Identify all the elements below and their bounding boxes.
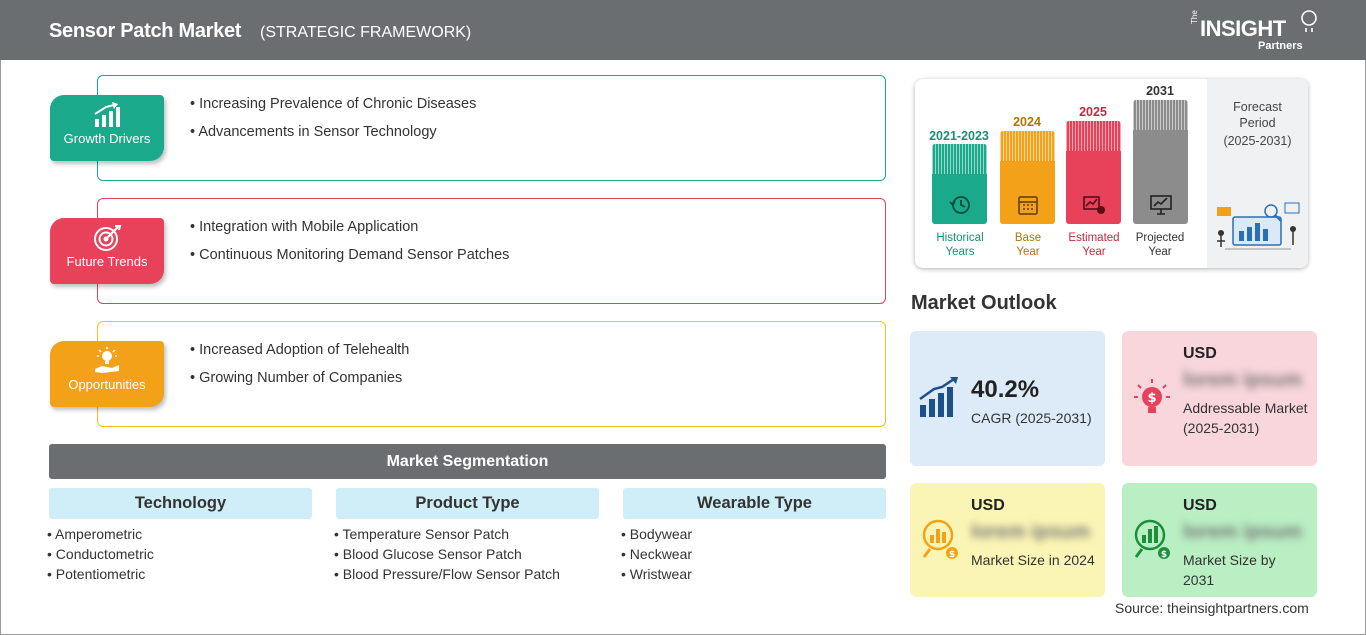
list-item: Growing Number of Companies: [190, 370, 409, 386]
presentation-board-icon: [1150, 195, 1172, 215]
list-item: Temperature Sensor Patch: [334, 526, 560, 542]
growth-drivers-label: Growth Drivers: [63, 131, 151, 146]
size-2024-label: Market Size in 2024: [971, 552, 1095, 568]
cagr-value: 40.2%: [971, 376, 1040, 403]
timeline-panel: Forecast Period (2025-2031) 2021-2023 Hi…: [915, 79, 1308, 268]
market-segmentation-bar: Market Segmentation: [49, 444, 886, 479]
caption-line: Estimated: [1068, 232, 1120, 244]
cagr-box: 40.2% CAGR (2025-2031): [910, 331, 1105, 466]
bar-base: [1000, 131, 1055, 224]
segment-list-product-type: Temperature Sensor Patch Blood Glucose S…: [334, 526, 560, 586]
market-forecast-chart-icon: $: [1134, 519, 1170, 560]
opportunities-card: Increased Adoption of Telehealth Growing…: [97, 321, 886, 427]
calendar-icon: [1018, 196, 1038, 215]
bar-year-projected: 2031: [1146, 84, 1174, 98]
growth-chart-icon: [919, 377, 958, 417]
segment-list-technology: Amperometric Conductometric Potentiometr…: [47, 526, 154, 586]
list-item: Increasing Prevalence of Chronic Disease…: [190, 96, 476, 112]
market-outlook-title: Market Outlook: [911, 292, 1057, 314]
caption-line: Year: [1082, 246, 1106, 258]
logo-insight-text: INSIGHT: [1200, 16, 1286, 41]
caption-line: Historical: [936, 232, 984, 244]
caption-line: Year: [1016, 246, 1040, 258]
addressable-label: Addressable Market (2025-2031): [1183, 400, 1308, 436]
size-2031-usd: USD: [1183, 497, 1217, 514]
list-item: Advancements in Sensor Technology: [190, 124, 476, 140]
history-clock-icon: [949, 196, 970, 214]
lightbulb-hand-icon: [95, 347, 119, 373]
growth-drivers-list: Increasing Prevalence of Chronic Disease…: [190, 96, 476, 152]
list-item: Blood Pressure/Flow Sensor Patch: [334, 566, 560, 582]
page-title: Sensor Patch Market: [49, 20, 242, 42]
opportunities-label: Opportunities: [68, 377, 146, 392]
caption-line: Projected: [1135, 232, 1185, 244]
svg-text:$: $: [1147, 391, 1156, 406]
list-item: Continuous Monitoring Demand Sensor Patc…: [190, 247, 509, 263]
growth-drivers-badge: Growth Drivers: [50, 95, 164, 161]
forecast-text: Forecast: [1233, 100, 1282, 114]
size-2031-label: Market Size by 2031: [1183, 552, 1276, 588]
bar-chart-growth-icon: [94, 102, 120, 127]
header-bar: Sensor Patch Market (STRATEGIC FRAMEWORK…: [0, 0, 1366, 60]
list-item: Potentiometric: [47, 566, 154, 582]
analytics-illustration-icon: [1217, 202, 1300, 250]
list-item: Neckwear: [621, 546, 692, 562]
opportunities-badge: Opportunities: [50, 341, 164, 407]
svg-text:$: $: [1161, 550, 1167, 560]
insight-partners-logo: The INSIGHT Partners: [1190, 10, 1320, 54]
list-item: Blood Glucose Sensor Patch: [334, 546, 560, 562]
logo-partners-text: Partners: [1258, 40, 1303, 52]
future-trends-list: Integration with Mobile Application Cont…: [190, 219, 509, 275]
size-2024-usd: USD: [971, 497, 1005, 514]
market-size-2024-box: $ USD lorem ipsum Market Size in 2024: [910, 483, 1105, 597]
list-item: Amperometric: [47, 526, 154, 542]
caption-line: Years: [945, 246, 975, 258]
market-size-chart-icon: $: [922, 519, 958, 560]
opportunities-list: Increased Adoption of Telehealth Growing…: [190, 342, 409, 398]
addressable-value-blurred: lorem ipsum: [1183, 369, 1302, 391]
addressable-usd: USD: [1183, 345, 1217, 362]
market-size-2031-box: $ USD lorem ipsum Market Size by 2031: [1122, 483, 1317, 597]
cagr-label: CAGR (2025-2031): [971, 410, 1092, 426]
estimate-chart-icon: [1083, 196, 1105, 214]
page-subtitle: (STRATEGIC FRAMEWORK): [260, 24, 472, 41]
bar-estimated: [1066, 121, 1121, 224]
addressable-market-box: $ USD lorem ipsum Addressable Market (20…: [1122, 331, 1317, 466]
forecast-period-label: Forecast Period (2025-2031): [1207, 99, 1308, 149]
caption-line: Base: [1014, 232, 1042, 244]
bar-historical: [932, 144, 987, 224]
list-item: Increased Adoption of Telehealth: [190, 342, 409, 358]
size-2024-value-blurred: lorem ipsum: [971, 521, 1090, 543]
list-item: Conductometric: [47, 546, 154, 562]
size-2031-value-blurred: lorem ipsum: [1183, 521, 1302, 543]
bar-projected: [1133, 100, 1188, 224]
segment-heading-wearable-type: Wearable Type: [623, 488, 886, 519]
bar-year-estimated: 2025: [1079, 105, 1107, 119]
segment-heading-technology: Technology: [49, 488, 312, 519]
source-credit: Source: theinsightpartners.com: [1115, 600, 1309, 616]
growth-drivers-card: Increasing Prevalence of Chronic Disease…: [97, 75, 886, 181]
future-trends-card: Integration with Mobile Application Cont…: [97, 198, 886, 304]
segment-list-wearable-type: Bodywear Neckwear Wristwear: [621, 526, 692, 586]
dollar-lightbulb-icon: $: [1134, 379, 1170, 413]
list-item: Bodywear: [621, 526, 692, 542]
list-item: Integration with Mobile Application: [190, 219, 509, 235]
bar-year-base: 2024: [1013, 115, 1041, 129]
logo-the-text: The: [1190, 10, 1199, 24]
forecast-text: (2025-2031): [1223, 134, 1292, 148]
segment-heading-product-type: Product Type: [336, 488, 599, 519]
future-trends-label: Future Trends: [66, 254, 148, 269]
future-trends-badge: Future Trends: [50, 218, 164, 284]
logo-lightbulb-icon: [1301, 10, 1317, 32]
forecast-text: Period: [1239, 116, 1276, 130]
caption-line: Year: [1148, 246, 1172, 258]
bar-year-historical: 2021-2023: [929, 129, 989, 143]
target-icon: [94, 225, 122, 251]
list-item: Wristwear: [621, 566, 692, 582]
svg-text:$: $: [949, 550, 955, 560]
